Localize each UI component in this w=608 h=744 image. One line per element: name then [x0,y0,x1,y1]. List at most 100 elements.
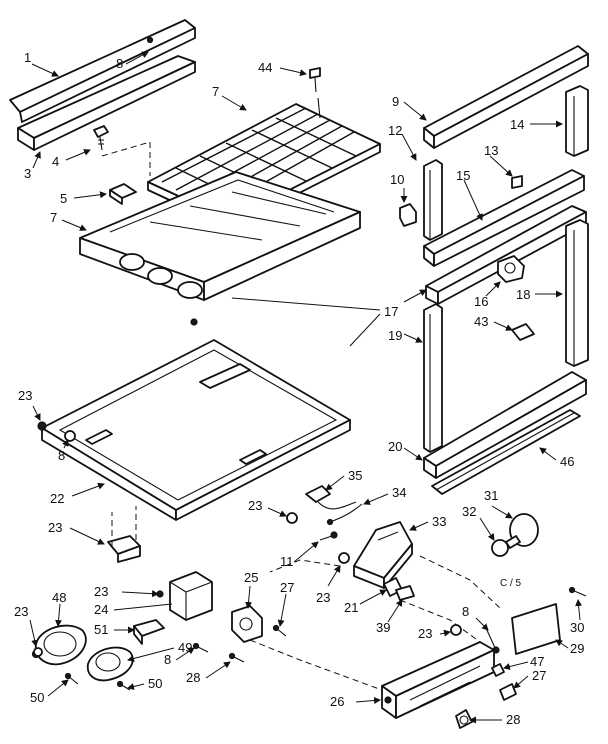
callout-1: 1 [24,50,31,65]
screw-50 [64,672,79,685]
callout-20: 20 [388,439,402,454]
bottom-pan-22 [37,339,351,521]
overload-48 [86,646,134,682]
callout-24d: 23 [418,626,432,641]
door-gasket-strip-44 [431,409,581,495]
top-rail-1 [9,19,196,123]
knob-31 [499,683,517,701]
side-trim-12 [423,159,443,241]
callout-6: 7 [212,84,219,99]
nut-24d [33,647,43,657]
callout-9: 9 [392,94,399,109]
callout-4: 4 [52,154,59,169]
clip-42 [511,323,535,341]
connector-51 [133,619,165,645]
callout-22: 22 [50,491,64,506]
leader-lines [29,51,583,724]
callout-42: 43 [474,314,488,329]
callout-19: 19 [388,328,402,343]
callout-26: 25 [244,570,258,585]
callout-labels: 1 8 3 4 5 7 7 44 9 14 12 13 10 15 16 18 … [14,50,584,727]
callout-16: 16 [474,294,488,309]
callout-12: 12 [388,123,402,138]
callout-32: 28 [506,712,520,727]
knob-32 [455,709,473,729]
callout-30: 26 [330,694,344,709]
callout-49: 50 [148,676,162,691]
thermostat-26 [231,605,263,643]
callout-18: 18 [516,287,530,302]
callout-24f: 23 [14,604,28,619]
callout-11: 11 [280,554,294,569]
callout-28: 28 [186,670,200,685]
callout-5: 5 [60,191,67,206]
callout-50: 50 [30,690,44,705]
nut-24b [338,552,350,564]
callout-14: 14 [510,117,524,132]
light-socket-39 [305,485,357,510]
callout-27: 27 [280,580,294,595]
callout-7: 7 [50,210,57,225]
callout-24a: 23 [18,388,32,403]
callout-8b: 8 [58,448,65,463]
plug-46 [491,663,505,677]
drain-tray-7 [79,171,361,326]
door-bottom-trim-20 [423,371,587,479]
callout-44: 46 [560,454,574,469]
bulb-36 [491,535,521,557]
nut-24a [286,512,298,524]
capacitor-47 [31,624,87,666]
callout-23: 23 [48,520,62,535]
door-side-trim-19 [423,303,443,453]
wire-38 [326,503,363,526]
callout-25: 24 [94,602,108,617]
callout-3: 3 [24,166,31,181]
callout-8c: 8 [462,604,469,619]
clip-13 [511,175,523,189]
callout-36: 32 [462,504,476,519]
screw-49 [116,680,131,691]
switch-40 [395,585,415,601]
screw-34 [568,586,587,597]
callout-46: 47 [530,654,544,669]
screw-4 [93,125,109,151]
callout-43: 44 [258,60,272,75]
bracket-23 [107,535,141,563]
callout-10: 10 [390,172,404,187]
control-box-30 [381,641,495,719]
callout-35: 31 [484,488,498,503]
door-side-trim-18 [565,219,589,367]
callout-34: 30 [570,620,584,635]
callout-39: 35 [348,468,362,483]
door-side-trim-14 [565,85,589,157]
callout-31: 27 [532,668,546,683]
lower-rail-3 [17,55,196,151]
callout-40: 39 [376,620,390,635]
callout-17: 17 [384,304,398,319]
door-top-trim-9 [423,45,589,149]
callout-51: 51 [94,622,108,637]
light-housing-37 [353,521,413,589]
clip-10 [399,203,417,227]
c5-code: C / 5 [500,578,522,589]
callout-47: 48 [52,590,66,605]
screw-8a [192,642,209,653]
screw-28 [228,652,245,663]
callout-33: 29 [570,641,584,656]
callout-21: 21 [344,600,358,615]
relay-25 [156,571,213,621]
callout-15: 15 [456,168,470,183]
door-mid-trim-15 [423,169,585,267]
callout-48: 49 [178,640,192,655]
callout-8a: 8 [116,56,123,71]
clip-5 [109,183,137,205]
cover-33 [511,603,561,655]
screw-43 [309,67,321,93]
callout-8d: 8 [164,652,171,667]
callout-24b: 23 [248,498,262,513]
callout-24e: 23 [94,584,108,599]
callout-38: 34 [392,485,406,500]
callout-13: 13 [484,143,498,158]
screw-27 [272,624,287,637]
